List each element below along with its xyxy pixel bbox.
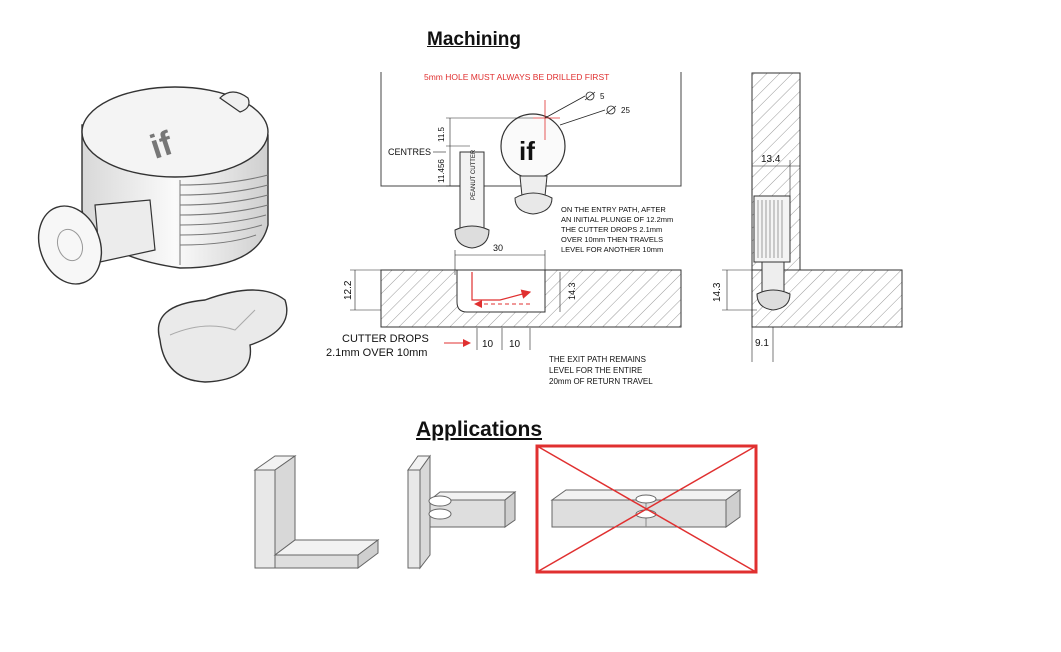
- dim-10-second: 10: [509, 339, 521, 350]
- svg-text:LEVEL FOR THE ENTIRE: LEVEL FOR THE ENTIRE: [549, 366, 642, 375]
- exit-path-note: THE EXIT PATH REMAINS LEVEL FOR THE ENTI…: [549, 355, 653, 386]
- svg-text:THE CUTTER DROPS 2.1mm: THE CUTTER DROPS 2.1mm: [561, 225, 662, 234]
- dim-14-3: 14.3: [567, 282, 577, 300]
- dim-11-5: 11.5: [437, 126, 446, 142]
- svg-text:LEVEL FOR ANOTHER 10mm: LEVEL FOR ANOTHER 10mm: [561, 245, 663, 254]
- machining-side-view: 13.4 14.3 9.1: [712, 72, 903, 362]
- machining-heading: Machining: [427, 29, 521, 50]
- svg-text:2.1mm OVER 10mm: 2.1mm OVER 10mm: [326, 347, 427, 359]
- dim-10-first: 10: [482, 339, 494, 350]
- svg-text:20mm OF RETURN TRAVEL: 20mm OF RETURN TRAVEL: [549, 377, 653, 386]
- fitting-illustration: if: [37, 86, 288, 383]
- dim-12-2: 12.2: [343, 280, 354, 300]
- side-dim-14-3: 14.3: [712, 282, 723, 302]
- cutter-label: PEANUT CUTTER: [471, 149, 477, 200]
- svg-text:THE EXIT PATH REMAINS: THE EXIT PATH REMAINS: [549, 355, 646, 364]
- svg-text:AN INITIAL PLUNGE OF 12.2mm: AN INITIAL PLUNGE OF 12.2mm: [561, 215, 673, 224]
- cutter-drops-note: CUTTER DROPS 2.1mm OVER 10mm: [326, 333, 429, 359]
- applications-heading: Applications: [416, 418, 543, 441]
- dim-11-456: 11.456: [437, 159, 446, 183]
- entry-path-note: ON THE ENTRY PATH, AFTER AN INITIAL PLUN…: [561, 205, 673, 254]
- side-dim-13-4: 13.4: [761, 154, 781, 165]
- svg-text:ON THE ENTRY PATH, AFTER: ON THE ENTRY PATH, AFTER: [561, 205, 666, 214]
- application-t-joint: [407, 454, 517, 570]
- cam-logo-text: if: [519, 136, 535, 166]
- dim-dia-5: 5: [600, 92, 605, 101]
- not-allowed-mark: [535, 444, 758, 574]
- dim-30: 30: [493, 243, 503, 253]
- side-dim-9-1: 9.1: [755, 338, 769, 349]
- centres-label: CENTRES: [388, 147, 431, 157]
- dim-dia-25: 25: [621, 106, 630, 115]
- application-l-corner: [253, 455, 380, 569]
- svg-text:CUTTER DROPS: CUTTER DROPS: [342, 333, 429, 345]
- drill-first-note: 5mm HOLE MUST ALWAYS BE DRILLED FIRST: [424, 72, 609, 82]
- machining-front-view: 5mm HOLE MUST ALWAYS BE DRILLED FIRST if…: [326, 72, 682, 386]
- svg-text:OVER 10mm THEN TRAVELS: OVER 10mm THEN TRAVELS: [561, 235, 663, 244]
